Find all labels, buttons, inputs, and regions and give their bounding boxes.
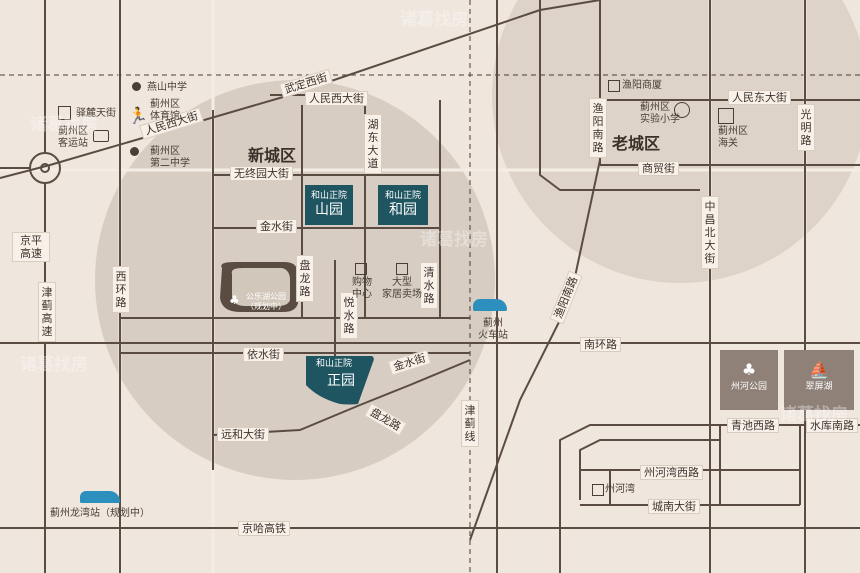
school-icon xyxy=(130,147,139,156)
poi-park-lake: 公乐湖公园 （规划中） xyxy=(246,292,286,311)
project-name: 山园 xyxy=(315,202,343,218)
zhouhe-park-tile: ♣ 州河公园 xyxy=(720,350,778,410)
train-icon xyxy=(80,491,120,503)
poi-zhouhe-park: 州河公园 xyxy=(730,382,767,392)
shopping-bag-icon xyxy=(355,263,367,275)
road-chengnan: 城南大街 xyxy=(648,499,700,514)
road-renmin-dong: 人民东大街 xyxy=(728,90,791,105)
road-shuiku-nan: 水库南路 xyxy=(806,418,858,433)
road-jingping: 京平高速 xyxy=(12,232,50,262)
poi-cuipinghu: 翠屏湖 xyxy=(805,382,833,392)
road-nanhuan: 南环路 xyxy=(580,337,621,352)
poi-train-station: 蓟州 火车站 xyxy=(478,318,508,341)
shopping-bag-icon xyxy=(608,80,620,92)
old-city-district-label: 老城区 xyxy=(612,134,661,153)
poi-yuyang-shangsha: 渔阳商厦 xyxy=(622,80,662,91)
poi-yanshan: 燕山中学 xyxy=(147,82,187,93)
road-wuzhongyuan: 无终园大街 xyxy=(230,166,293,181)
road-guangming: 光明路 xyxy=(797,104,815,151)
road-yuyang-nan-v: 渔阳南路 xyxy=(589,98,607,158)
watermark: 诸葛找房 xyxy=(20,355,88,375)
boat-icon: ⛵ xyxy=(809,360,829,379)
watermark: 诸葛找房 xyxy=(420,230,488,250)
road-zhouhewan-xi: 州河湾西路 xyxy=(640,465,703,480)
runner-icon: 🏃 xyxy=(128,106,148,125)
zhengyuan-block-shape xyxy=(306,356,374,405)
zhengyuan-name: 正园 xyxy=(327,373,355,389)
school-icon xyxy=(132,82,141,91)
zhengyuan-brand: 和山正院 xyxy=(316,359,353,369)
road-jinji-xian: 津蓟线 xyxy=(461,400,479,447)
tree-icon: ♣ xyxy=(741,360,757,379)
poi-dierzhongxue: 蓟州区 第二中学 xyxy=(150,146,190,169)
road-jinshui: 金水街 xyxy=(256,219,297,234)
road-jingha-gaotie: 京哈高铁 xyxy=(238,521,290,536)
poi-haiguan: 蓟州区 海关 xyxy=(718,126,748,149)
watermark: 诸葛找房 xyxy=(780,405,848,425)
road-renmin-xi-top: 人民西大街 xyxy=(305,91,368,106)
poi-gouwu: 购物 中心 xyxy=(352,277,372,300)
watermark: 诸葛找房 xyxy=(30,115,98,135)
watermark: 诸葛找房 xyxy=(400,10,468,30)
road-yishui: 依水街 xyxy=(243,347,284,362)
road-shangmao: 商贸街 xyxy=(638,161,679,176)
road-yuanhe: 远和大街 xyxy=(217,427,269,442)
road-qingchi-xi: 青池西路 xyxy=(727,418,779,433)
building-icon xyxy=(718,108,734,124)
road-xihuan: 西环路 xyxy=(112,266,130,313)
shopping-bag-icon xyxy=(58,106,71,120)
shanyuan-project[interactable]: 和山正院 山园 xyxy=(305,185,353,225)
poi-tiyuguan: 蓟州区 体育馆 xyxy=(150,99,180,122)
project-brand: 和山正院 xyxy=(384,191,421,201)
tree-icon: ♣ xyxy=(229,293,240,307)
building-icon xyxy=(592,484,604,496)
old-city-circle xyxy=(492,0,860,283)
poi-zhouhewan: 州河湾 xyxy=(605,484,635,495)
poi-jiaju: 大型 家居卖场 xyxy=(382,277,422,300)
new-city-district-label: 新城区 xyxy=(248,146,297,165)
heyuan-project[interactable]: 和山正院 和园 xyxy=(378,185,428,225)
bus-icon xyxy=(93,130,109,142)
road-hudong: 湖东大道 xyxy=(364,114,382,174)
poi-keyunzhan: 蓟州区 客运站 xyxy=(58,126,88,149)
road-yueshui: 悦水路 xyxy=(340,292,358,339)
project-name: 和园 xyxy=(389,202,417,218)
road-panlong-v: 盘龙路 xyxy=(296,255,314,302)
poi-yilu: 驿麓天街 xyxy=(76,108,116,119)
poi-longwan-station: 蓟州龙湾站（规划中） xyxy=(50,508,150,519)
road-qingshui: 清水路 xyxy=(420,262,438,309)
road-jinji-gaosu: 津蓟高速 xyxy=(38,282,56,342)
train-icon xyxy=(473,299,507,311)
poi-shiyan-xiaoxue: 蓟州区 实验小学 xyxy=(640,102,680,125)
road-zhongchang-bei: 中昌北大街 xyxy=(701,196,719,269)
school-icon xyxy=(674,102,690,118)
cuipinghu-tile: ⛵ 翠屏湖 xyxy=(784,350,854,410)
project-brand: 和山正院 xyxy=(310,191,347,201)
house-icon xyxy=(396,263,408,275)
